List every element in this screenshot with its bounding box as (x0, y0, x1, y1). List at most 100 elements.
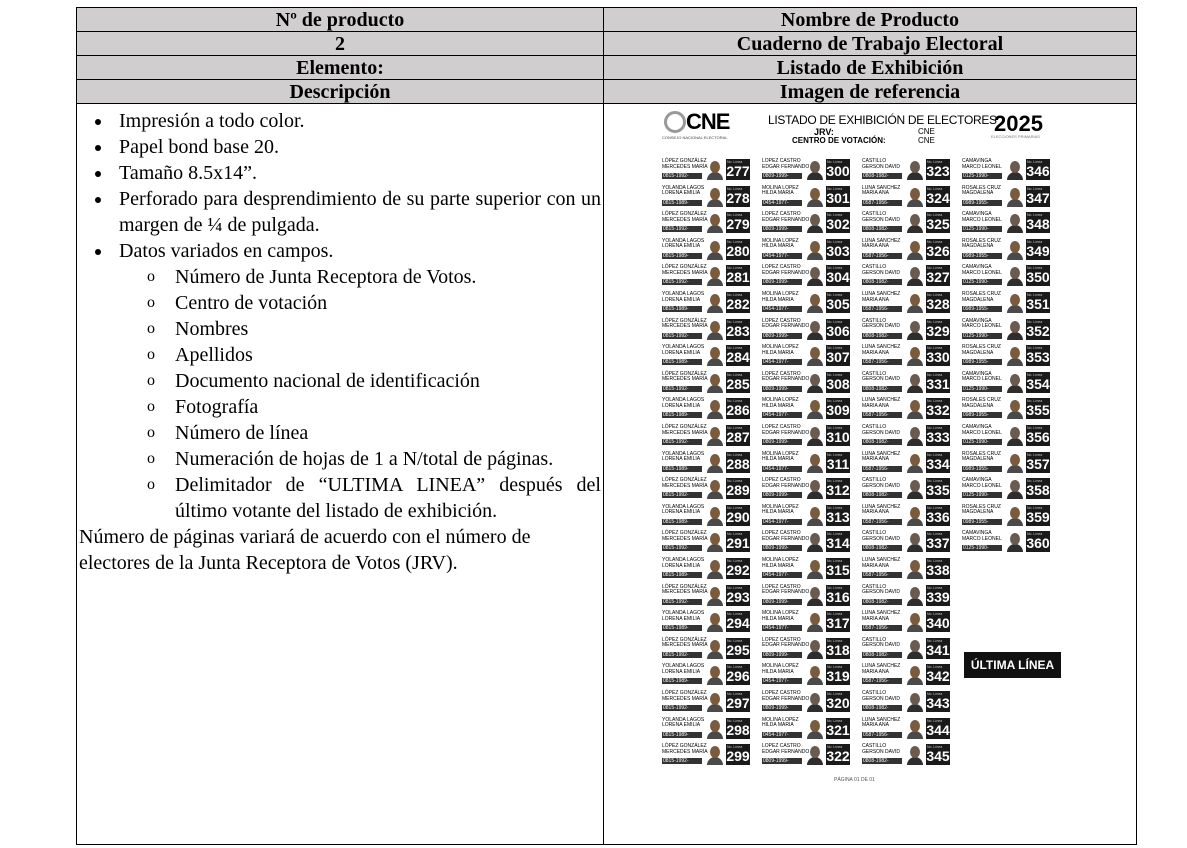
line-number-tag: No. Línea (827, 239, 843, 244)
line-number-tag: No. Línea (727, 160, 743, 164)
voter-photo-icon (905, 611, 925, 633)
voter-name: LOPEZ CASTRO EDGAR FERNANDO (762, 530, 810, 542)
voter-id-number: 0808-1982-00987 (862, 492, 902, 504)
voter-id-number: 0809-1999-00117 (762, 385, 802, 398)
voter-name: LOPEZ CASTRO EDGAR FERNANDO (762, 690, 810, 702)
voter-photo-icon (805, 478, 825, 500)
label-product-name: Nombre de Producto (603, 7, 1137, 32)
line-number-tag: No. Línea (827, 426, 843, 430)
header-row-element: Elemento: Listado de Exhibición (76, 55, 1137, 80)
sub-item: Número de línea (79, 420, 601, 446)
voter-name: MOLINA LOPEZ HILDA MARIA (762, 184, 799, 197)
bullet-item-label: Datos variados en campos. (119, 240, 334, 262)
voter-photo-icon (805, 265, 825, 287)
line-number-tag: No. Línea (727, 213, 743, 218)
line-number-tag: No. Línea (927, 559, 943, 563)
voter-id-number: 0815-1992-00045 (662, 279, 702, 291)
voter-name: CASTILLO GERSON DAVID (862, 530, 900, 542)
line-number-tag: No. Línea (827, 293, 843, 297)
line-number: 342 (926, 668, 950, 685)
voter-name: CASTILLO GERSON DAVID (862, 158, 900, 170)
line-number: 333 (926, 429, 950, 445)
line-number-tag: No. Línea (727, 505, 743, 510)
voter-photo-icon (905, 638, 925, 659)
voter-photo-icon (705, 159, 725, 180)
sub-item: Número de Junta Receptora de Votos. (79, 264, 601, 290)
voter-name: LOPEZ CASTRO EDGAR FERNANDO (762, 477, 810, 489)
line-number: 325 (926, 216, 950, 233)
line-number: 341 (926, 641, 950, 658)
voter-id-number: 0587-1956-00254 (862, 678, 902, 690)
line-number: 317 (826, 615, 850, 632)
voter-photo-icon (905, 345, 925, 367)
voter-name: YOLANDA LAGOS LORENA EMILIA (662, 450, 705, 463)
voter-name: YOLANDA LAGOS LORENA EMILIA (662, 663, 705, 675)
voter-id-number: 0808-1982-00987 (862, 279, 902, 291)
voter-name: LUNA SANCHEZ MARIA ANA (862, 184, 901, 197)
sub-item: Delimitador de “ULTIMA LINEA” después de… (79, 472, 601, 524)
voter-name: CASTILLO GERSON DAVID (862, 370, 900, 383)
voter-name: LOPEZ CASTRO EDGAR FERNANDO (762, 211, 810, 223)
voter-photo-icon (1005, 425, 1025, 446)
voter-id-number: 0808-1982-00987 (862, 545, 902, 557)
line-number-tag: No. Línea (727, 612, 743, 617)
voter-photo-icon (705, 186, 725, 207)
voter-id-number: 0808-1982-00987 (862, 651, 902, 664)
voter-name: CASTILLO GERSON DAVID (862, 211, 900, 223)
element-value: Listado de Exhibición (603, 55, 1137, 80)
voter-photo-icon (905, 265, 925, 287)
voter-name: LÓPEZ GONZÁLEZ MERCEDES MARÍA (662, 743, 708, 755)
voter-name: LÓPEZ GONZÁLEZ MERCEDES MARÍA (662, 424, 708, 436)
line-number: 304 (826, 269, 850, 286)
line-number-tag: No. Línea (927, 745, 943, 750)
line-number: 348 (1026, 216, 1050, 233)
voter-id-number: 0808-1982-00987 (862, 226, 902, 238)
label-product-number: Nº de producto (76, 7, 604, 32)
line-number: 340 (926, 615, 950, 632)
voter-name: LUNA SANCHEZ MARIA ANA (862, 450, 901, 463)
line-number-tag: No. Línea (727, 186, 743, 191)
line-number: 351 (1026, 296, 1050, 312)
line-number: 313 (826, 508, 850, 525)
voter-photo-icon (705, 505, 725, 526)
voter-id-number: 0587-1956-00254 (862, 199, 902, 212)
line-number: 321 (826, 721, 850, 738)
voter-name: YOLANDA LAGOS LORENA EMILIA (662, 291, 705, 303)
voter-photo-icon (705, 372, 725, 393)
line-number-tag: No. Línea (927, 239, 943, 244)
voter-photo-icon (805, 345, 825, 367)
line-number: 358 (1026, 482, 1050, 499)
voter-photo-icon (905, 319, 925, 340)
line-number-tag: No. Línea (927, 479, 943, 484)
line-number-tag: No. Línea (827, 532, 843, 537)
